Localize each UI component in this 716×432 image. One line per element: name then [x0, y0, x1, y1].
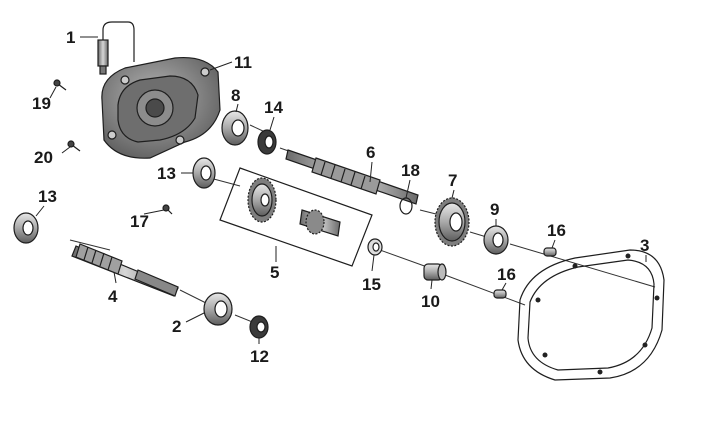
label-part-10: 10	[421, 292, 440, 311]
label-part-2: 2	[172, 317, 181, 336]
label-part-13-lower: 13	[38, 187, 57, 206]
gasket-part-3	[517, 249, 665, 381]
bearing-part-13-lower	[13, 212, 39, 244]
label-part-13-upper: 13	[157, 164, 176, 183]
label-part-5: 5	[270, 263, 279, 282]
gear-set-part-5	[219, 167, 373, 267]
countershaft-part-6	[285, 149, 419, 205]
bolt-part-19	[53, 79, 67, 91]
sensor-part-1	[97, 21, 135, 75]
washer-part-15	[367, 238, 383, 256]
dowel-pin-part-16-upper	[543, 247, 557, 257]
bearing-part-2	[203, 292, 233, 326]
oil-seal-part-12	[249, 315, 269, 339]
bearing-part-8	[221, 110, 249, 146]
label-part-7: 7	[448, 171, 457, 190]
gear-part-7	[434, 197, 470, 247]
dowel-pin-part-16-lower	[493, 289, 507, 299]
label-part-16-upper: 16	[547, 221, 566, 240]
bolt-part-17	[162, 204, 173, 215]
label-part-4: 4	[108, 287, 118, 306]
label-part-8: 8	[231, 86, 240, 105]
label-part-18: 18	[401, 161, 420, 180]
drive-shaft-part-4	[71, 243, 179, 297]
bolt-part-20	[67, 140, 81, 152]
label-part-1: 1	[66, 28, 75, 47]
label-part-12: 12	[250, 347, 269, 366]
label-part-3: 3	[640, 236, 649, 255]
bearing-part-13-upper	[192, 157, 216, 189]
label-part-6: 6	[366, 143, 375, 162]
label-part-17: 17	[130, 212, 149, 231]
label-part-15: 15	[362, 275, 381, 294]
label-part-20: 20	[34, 148, 53, 167]
transmission-case-part-11	[101, 56, 221, 159]
label-part-11: 11	[234, 53, 252, 72]
needle-bearing-part-10	[423, 263, 447, 281]
callout-labels: 1 11 8 14 6 18 7 9 13 13 17 5 4 2 12 15 …	[32, 28, 649, 366]
label-part-19: 19	[32, 94, 51, 113]
bearing-part-9	[483, 225, 509, 255]
label-part-16-lower: 16	[497, 265, 516, 284]
label-part-14: 14	[264, 98, 283, 117]
oil-seal-part-14	[257, 129, 277, 155]
label-part-9: 9	[490, 200, 499, 219]
leader-lines	[35, 36, 647, 344]
